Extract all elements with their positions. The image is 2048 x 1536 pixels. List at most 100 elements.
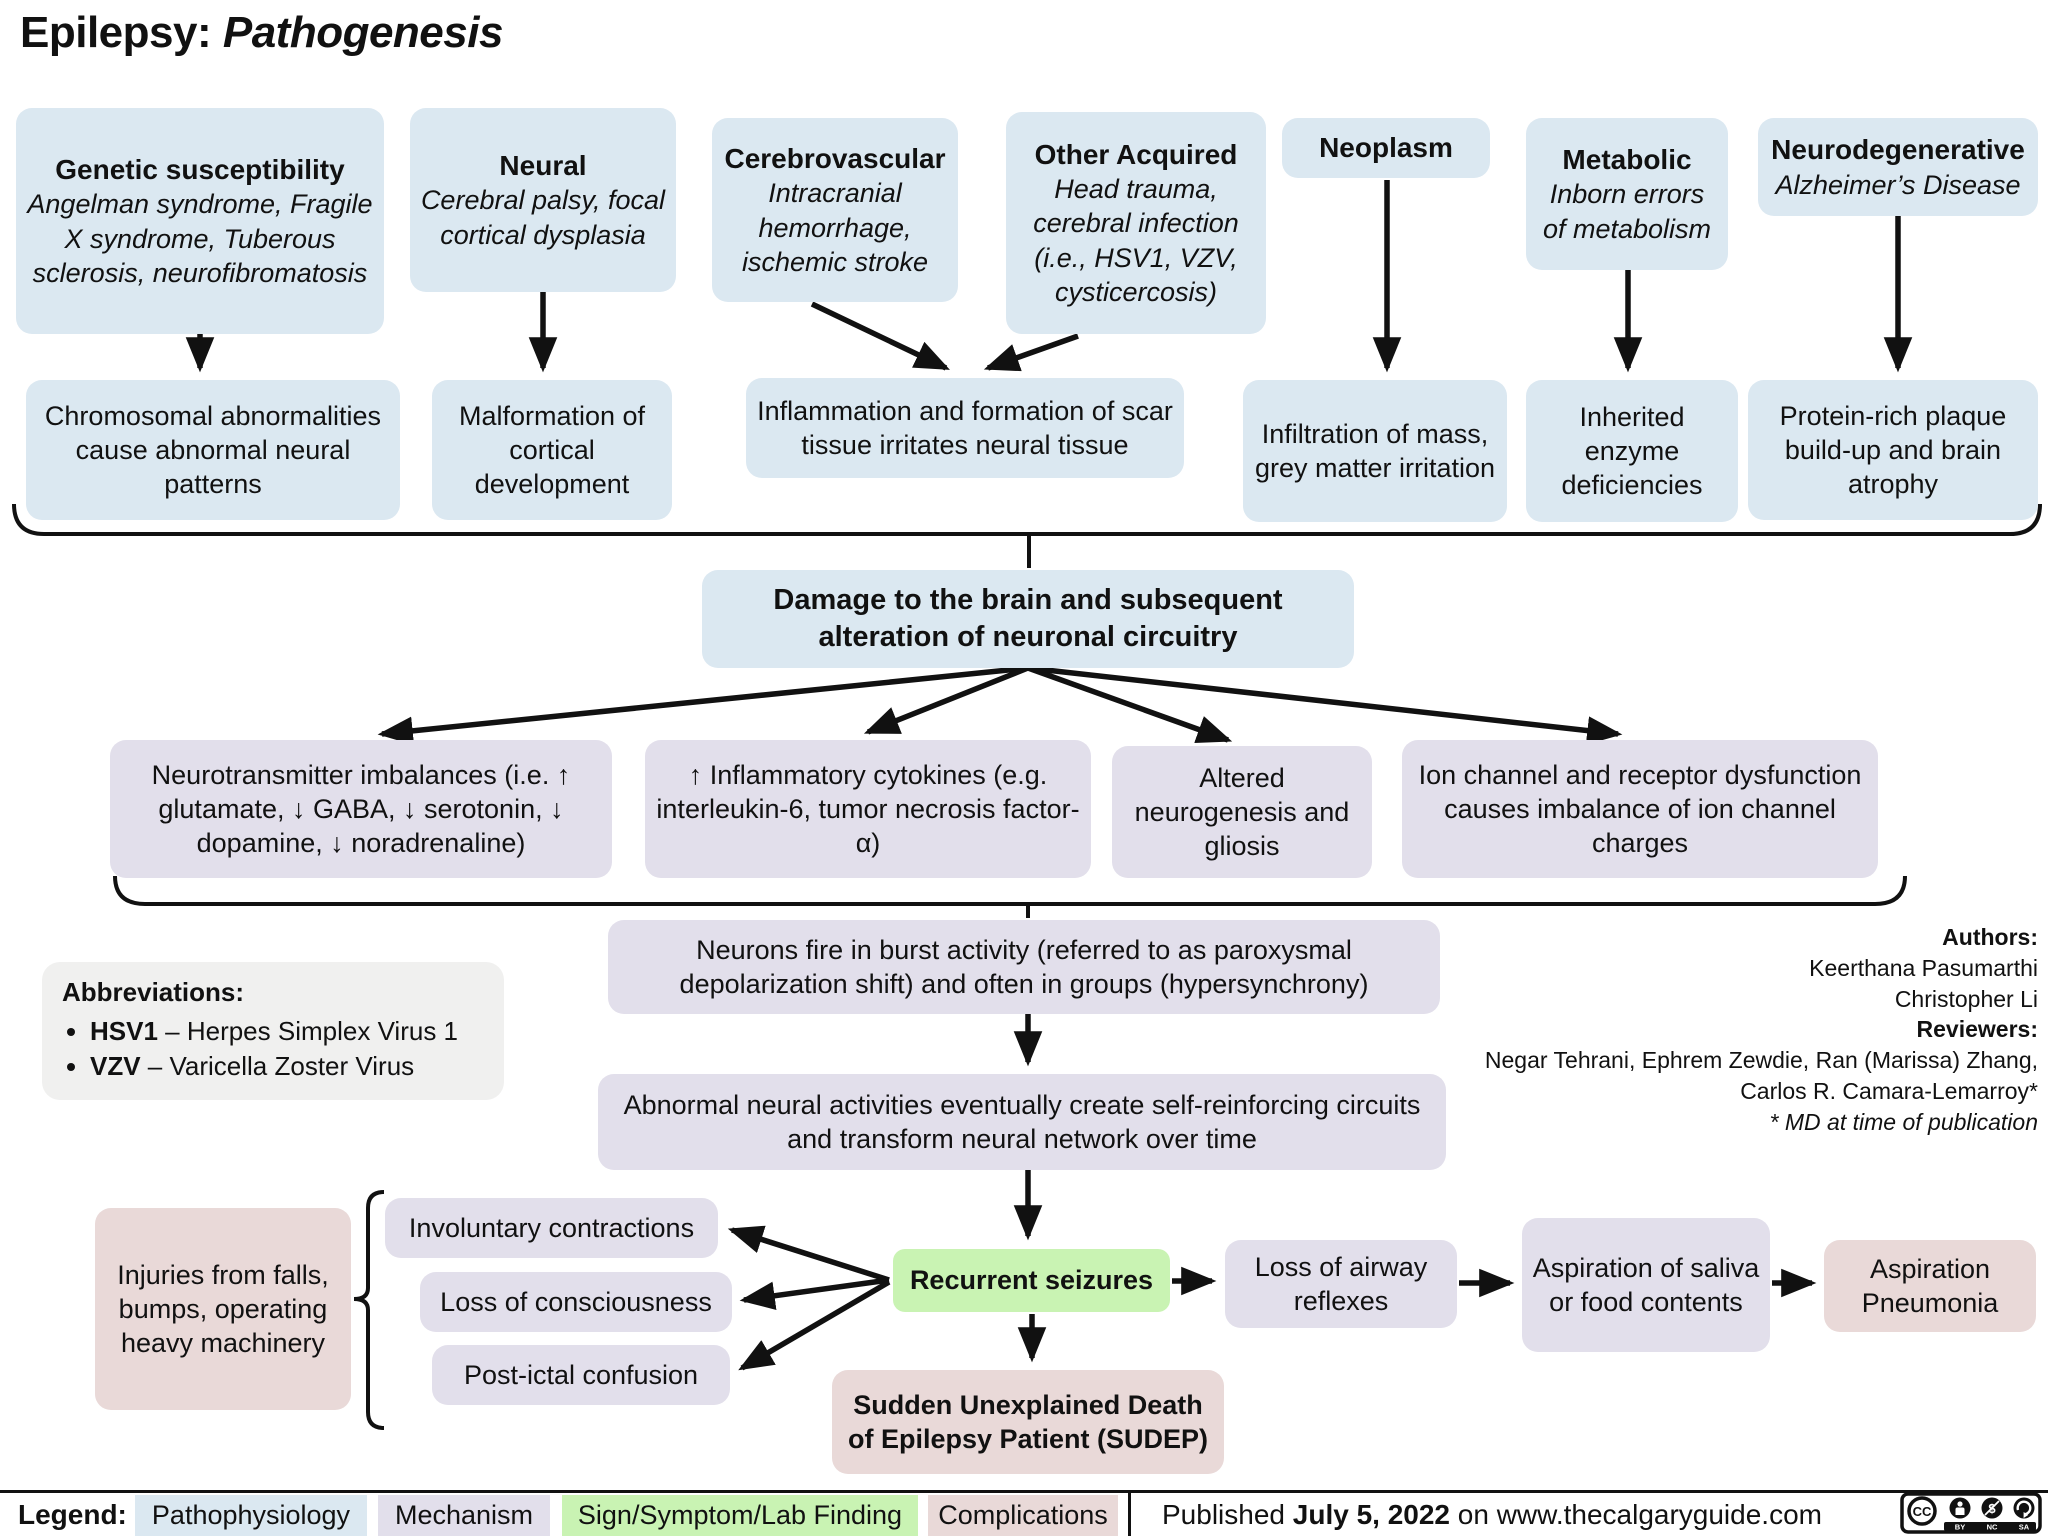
node-text: ↑ Inflammatory cytokines (e.g. interleuk… <box>656 759 1080 859</box>
node-heading: Cerebrovascular <box>724 142 946 174</box>
node-neoplasm: Neoplasm <box>1282 118 1490 178</box>
abbreviation-meaning: – Varicella Zoster Virus <box>140 1051 415 1082</box>
footer-divider-line <box>0 1490 2048 1493</box>
credits-block: Authors: Keerthana Pasumarthi Christophe… <box>1458 922 2038 1138</box>
node-detail: Intracranial hemorrhage, ischemic stroke <box>741 178 929 277</box>
node-text: Neurotransmitter imbalances (i.e. ↑ glut… <box>151 759 571 859</box>
node-detail: Cerebral palsy, focal cortical dysplasia <box>420 185 666 250</box>
node-metabolic: Metabolic Inborn errors of metabolism <box>1526 118 1728 270</box>
node-heading: Neoplasm <box>1319 132 1453 164</box>
node-other-acquired: Other Acquired Head trauma, cerebral inf… <box>1006 112 1266 334</box>
node-heading: Metabolic <box>1562 143 1692 175</box>
author-name: Keerthana Pasumarthi <box>1809 954 2038 981</box>
node-protein-plaque: Protein-rich plaque build-up and brain a… <box>1748 380 2038 520</box>
node-text: Involuntary contractions <box>408 1212 695 1243</box>
abbreviations-label: Abbreviations: <box>62 977 245 1007</box>
legend-swatch-mechanism: Mechanism <box>378 1495 550 1536</box>
node-text: Injuries from falls, bumps, operating he… <box>117 1259 329 1359</box>
node-heading: Neural <box>499 149 587 181</box>
abbreviation-item: VZV – Varicella Zoster Virus <box>90 1050 458 1083</box>
published-site-url: www.thecalgaryguide.com <box>1496 1499 1822 1530</box>
node-text: Post-ictal confusion <box>463 1359 699 1390</box>
node-damage-brain: Damage to the brain and subsequent alter… <box>702 570 1354 668</box>
node-neural: Neural Cerebral palsy, focal cortical dy… <box>410 108 676 292</box>
node-malformation-cortical: Malformation of cortical development <box>432 380 672 520</box>
abbreviations-list: HSV1 – Herpes Simplex Virus 1 VZV – Vari… <box>62 1013 458 1085</box>
cc-by-icon <box>1949 1497 1971 1519</box>
legend-label: Legend: <box>18 1499 127 1530</box>
cc-nc-icon: $ <box>1981 1497 2003 1519</box>
published-mid: on <box>1450 1499 1497 1530</box>
node-text: Infiltration of mass, grey matter irrita… <box>1254 418 1496 483</box>
node-detail: Head trauma, cerebral infection (i.e., H… <box>1033 174 1239 308</box>
node-heading: Other Acquired <box>1034 138 1238 170</box>
node-injuries: Injuries from falls, bumps, operating he… <box>95 1208 351 1410</box>
node-neurodegenerative: Neurodegenerative Alzheimer’s Disease <box>1758 118 2038 216</box>
legend-swatch-label: Complications <box>938 1500 1108 1530</box>
node-burst-activity: Neurons fire in burst activity (referred… <box>608 920 1440 1014</box>
node-text: Malformation of cortical development <box>458 400 646 500</box>
page-title-main: Epilepsy: <box>20 8 223 57</box>
node-inherited-enzyme: Inherited enzyme deficiencies <box>1526 380 1738 522</box>
node-text: Aspiration Pneumonia <box>1861 1253 1999 1318</box>
node-heading: Genetic susceptibility <box>55 153 345 185</box>
published-date: July 5, 2022 <box>1292 1499 1450 1530</box>
abbreviation-item: HSV1 – Herpes Simplex Virus 1 <box>90 1015 458 1048</box>
abbreviation-term: VZV <box>90 1051 141 1082</box>
node-text: Neurons fire in burst activity (referred… <box>679 934 1369 999</box>
published-note: Published July 5, 2022 on www.thecalgary… <box>1162 1493 1822 1536</box>
node-inflammatory-cytokines: ↑ Inflammatory cytokines (e.g. interleuk… <box>645 740 1091 878</box>
node-cerebrovascular: Cerebrovascular Intracranial hemorrhage,… <box>712 118 958 302</box>
cc-icon <box>1907 1496 1937 1526</box>
abbreviation-term: HSV1 <box>90 1016 158 1047</box>
cc-icon-label: CC <box>1913 1504 1932 1519</box>
node-infiltration-mass: Infiltration of mass, grey matter irrita… <box>1243 380 1507 522</box>
node-post-ictal-confusion: Post-ictal confusion <box>432 1345 730 1405</box>
cc-by-label: BY <box>1955 1523 1965 1532</box>
node-self-reinforcing-circuits: Abnormal neural activities eventually cr… <box>598 1074 1446 1170</box>
credits-note: * MD at time of publication <box>1769 1108 2038 1135</box>
node-sudep: Sudden Unexplained Death of Epilepsy Pat… <box>832 1370 1224 1474</box>
node-neurotransmitter-imbalance: Neurotransmitter imbalances (i.e. ↑ glut… <box>110 740 612 878</box>
cc-sa-label: SA <box>2019 1523 2030 1532</box>
node-text: Chromosomal abnormalities cause abnormal… <box>44 400 382 500</box>
node-text: Abnormal neural activities eventually cr… <box>623 1089 1421 1154</box>
node-loss-of-consciousness: Loss of consciousness <box>420 1272 732 1332</box>
legend-swatch-label: Mechanism <box>394 1500 534 1530</box>
node-inflammation-scar-tissue: Inflammation and formation of scar tissu… <box>746 378 1184 478</box>
legend-swatch-label: Pathophysiology <box>151 1500 351 1530</box>
node-detail: Angelman syndrome, Fragile X syndrome, T… <box>27 189 373 288</box>
page-title-italic: Pathogenesis <box>222 8 504 57</box>
node-loss-airway-reflexes: Loss of airway reflexes <box>1225 1240 1457 1328</box>
node-altered-neurogenesis: Altered neurogenesis and gliosis <box>1112 746 1372 878</box>
legend-swatch-label: Sign/Symptom/Lab Finding <box>577 1500 903 1530</box>
node-text: Ion channel and receptor dysfunction cau… <box>1418 759 1862 859</box>
node-text: Recurrent seizures <box>909 1265 1154 1296</box>
legend-swatch-complications: Complications <box>928 1495 1118 1536</box>
node-genetic-susceptibility: Genetic susceptibility Angelman syndrome… <box>16 108 384 334</box>
authors-label: Authors: <box>1942 924 2038 950</box>
legend-swatch-pathophysiology: Pathophysiology <box>135 1495 367 1536</box>
author-name: Christopher Li <box>1894 985 2038 1012</box>
abbreviations-box: Abbreviations: HSV1 – Herpes Simplex Vir… <box>42 962 504 1100</box>
reviewer-names: Carlos R. Camara-Lemarroy* <box>1740 1078 2038 1105</box>
node-ion-channel-dysfunction: Ion channel and receptor dysfunction cau… <box>1402 740 1878 878</box>
node-aspiration-pneumonia: Aspiration Pneumonia <box>1824 1240 2036 1332</box>
node-detail: Inborn errors of metabolism <box>1542 179 1712 244</box>
node-chromosomal-abnormalities: Chromosomal abnormalities cause abnormal… <box>26 380 400 520</box>
node-detail: Alzheimer’s Disease <box>1775 169 2021 200</box>
node-text: Sudden Unexplained Death of Epilepsy Pat… <box>847 1389 1209 1454</box>
node-text: Loss of airway reflexes <box>1254 1251 1428 1316</box>
node-text: Altered neurogenesis and gliosis <box>1134 762 1350 862</box>
page-title: Epilepsy: Pathogenesis <box>20 8 503 58</box>
node-text: Damage to the brain and subsequent alter… <box>773 584 1283 653</box>
reviewers-label: Reviewers: <box>1916 1016 2038 1043</box>
published-prefix: Published <box>1162 1499 1293 1530</box>
node-recurrent-seizures: Recurrent seizures <box>893 1249 1170 1312</box>
node-text: Protein-rich plaque build-up and brain a… <box>1779 400 2007 500</box>
node-involuntary-contractions: Involuntary contractions <box>385 1198 718 1258</box>
cc-license-icon: CC $ BY NC SA <box>1900 1492 2042 1534</box>
footer-vertical-divider <box>1128 1490 1131 1536</box>
node-text: Inherited enzyme deficiencies <box>1561 401 1703 501</box>
